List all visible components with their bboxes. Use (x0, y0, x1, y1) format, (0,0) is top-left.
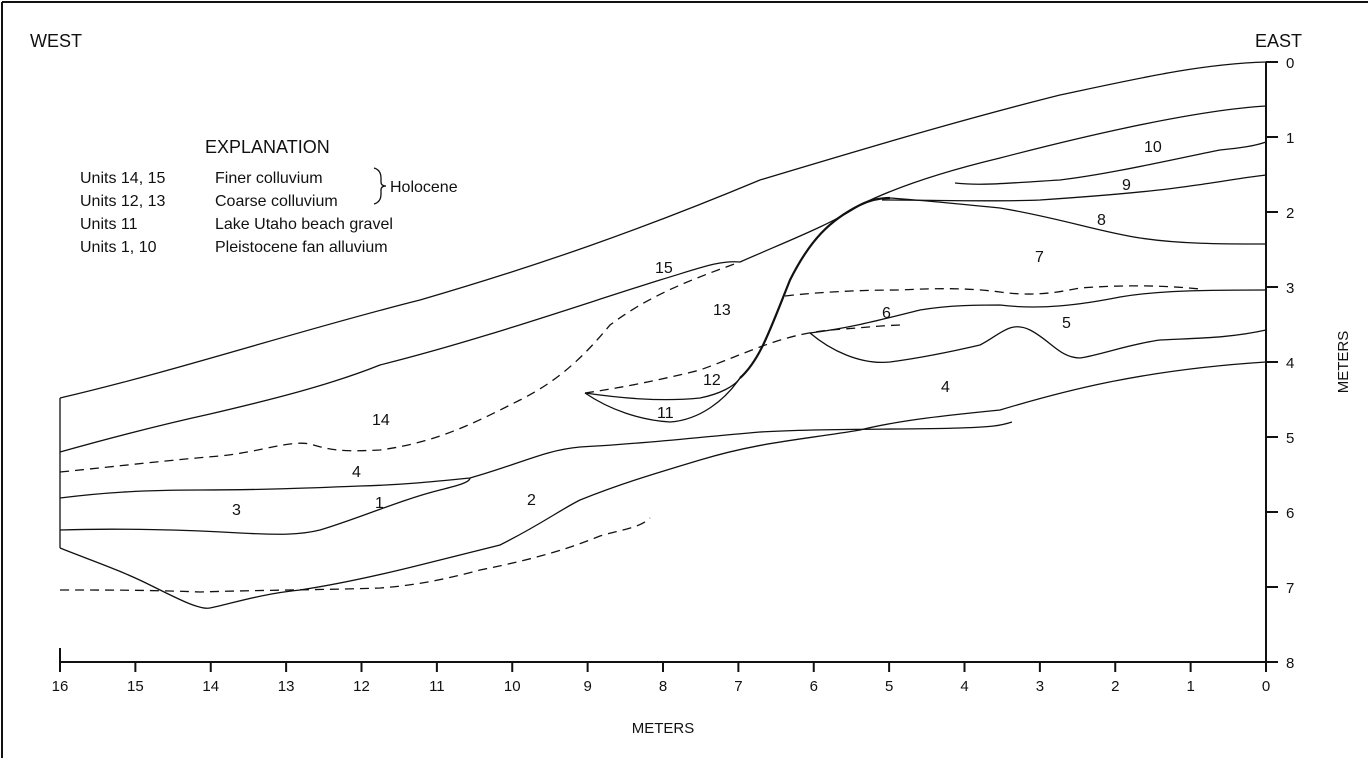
legend-units-14-15: Units 14, 15 (80, 170, 165, 187)
unit-label-7: 7 (1035, 249, 1044, 266)
y-axis: METERS 0 1 2 3 4 5 6 7 8 (1265, 55, 1352, 672)
unit-label-3: 3 (232, 502, 241, 519)
x-tick-label-10: 10 (504, 678, 521, 695)
ground-surface-line (59, 61, 1267, 399)
holocene-brace (373, 167, 387, 205)
unit-label-8: 8 (1097, 212, 1106, 229)
x-tick-label-11: 11 (429, 678, 445, 695)
legend-units-12-13: Units 12, 13 (80, 193, 165, 210)
y-tick-label-3: 3 (1286, 280, 1294, 297)
unit-label-13: 13 (713, 302, 731, 319)
contact-9-10-line (954, 141, 1267, 185)
unit-label-15: 15 (655, 260, 673, 277)
unit-label-9: 9 (1122, 177, 1131, 194)
x-tick-label-14: 14 (202, 678, 219, 695)
contact-1-4-base-line (59, 361, 1267, 609)
contact-6-7-dashed-line (784, 285, 1201, 297)
x-tick-label-15: 15 (127, 678, 144, 695)
x-tick-label-16: 16 (52, 678, 69, 695)
contact-13-14-dashed-line (59, 261, 741, 473)
y-tick-label-8: 8 (1286, 655, 1294, 672)
contact-4-5-line (809, 326, 1267, 364)
x-tick-label-8: 8 (659, 678, 667, 695)
y-tick-label-0: 0 (1286, 55, 1294, 72)
unit-label-5: 5 (1062, 315, 1071, 332)
x-tick-label-12: 12 (353, 678, 370, 695)
legend-desc-coarse-colluvium: Coarse colluvium (215, 193, 338, 210)
y-tick-label-6: 6 (1286, 505, 1294, 522)
unit-label-6: 6 (882, 305, 891, 322)
contact-12-13-dashed-line (584, 324, 901, 394)
y-tick-label-2: 2 (1286, 205, 1294, 222)
unit-boundaries (59, 61, 1267, 609)
x-tick-label-9: 9 (583, 678, 591, 695)
west-label: WEST (30, 31, 82, 51)
east-label: EAST (1255, 31, 1302, 51)
legend-units-11: Units 11 (80, 216, 138, 233)
y-tick-label-7: 7 (1286, 580, 1294, 597)
x-tick-label-2: 2 (1111, 678, 1119, 695)
legend-desc-beach-gravel: Lake Utaho beach gravel (215, 216, 393, 233)
explanation-legend: EXPLANATION Units 14, 15 Finer colluvium… (80, 137, 458, 256)
unit-label-4-west: 4 (352, 464, 361, 481)
unit-label-12: 12 (703, 372, 721, 389)
contact-8-9-line (881, 174, 1267, 202)
contact-14-15-line (59, 105, 1267, 453)
contact-5-6-line (809, 289, 1267, 334)
unit-label-2: 2 (527, 492, 536, 509)
unit-label-4-east: 4 (941, 379, 950, 396)
x-tick-label-13: 13 (278, 678, 295, 695)
unit-labels: 1 2 3 4 4 5 6 7 8 9 10 11 12 13 14 15 (232, 139, 1162, 519)
contact-7-8-line (889, 197, 1267, 245)
legend-units-1-10: Units 1, 10 (80, 239, 157, 256)
unit-11-lens-base (584, 377, 741, 423)
x-tick-label-7: 7 (734, 678, 742, 695)
x-tick-label-5: 5 (885, 678, 893, 695)
y-tick-label-5: 5 (1286, 430, 1294, 447)
fault-scarp-line (739, 196, 891, 379)
explanation-heading: EXPLANATION (205, 137, 330, 157)
x-tick-label-6: 6 (810, 678, 818, 695)
unit-label-11: 11 (657, 405, 674, 422)
unit-label-10: 10 (1144, 139, 1162, 156)
x-tick-label-3: 3 (1036, 678, 1044, 695)
y-tick-label-1: 1 (1286, 130, 1294, 147)
unit-label-14: 14 (372, 412, 390, 429)
x-axis-title: METERS (632, 720, 695, 737)
x-tick-label-0: 0 (1262, 678, 1270, 695)
legend-desc-finer-colluvium: Finer colluvium (215, 170, 323, 187)
legend-desc-fan-alluvium: Pleistocene fan alluvium (215, 239, 388, 256)
unit-label-1: 1 (375, 495, 384, 512)
contact-1-2-dashed-line (59, 517, 651, 593)
x-tick-label-1: 1 (1186, 678, 1194, 695)
unit-11-lens-top (584, 377, 741, 401)
contact-3-4-line (59, 421, 1013, 499)
y-axis-title: METERS (1335, 331, 1352, 394)
y-tick-label-4: 4 (1286, 355, 1294, 372)
x-tick-label-4: 4 (960, 678, 968, 695)
contact-2-3-line (59, 477, 471, 535)
legend-holocene-label: Holocene (390, 179, 458, 196)
